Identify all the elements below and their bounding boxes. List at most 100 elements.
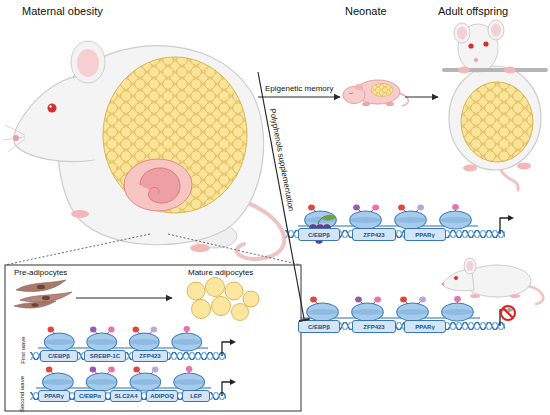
pre-adipocyte-cells xyxy=(14,301,56,308)
adult-mouse xyxy=(461,82,533,162)
adult-mouse xyxy=(488,20,504,40)
cell-stage: Mature adipocytes xyxy=(172,268,267,323)
gene-box: SREBP-1C xyxy=(84,350,126,362)
adult-mouse xyxy=(442,68,548,72)
gene-box: ADIPOQ xyxy=(146,390,178,402)
gene-name: C/EBPα xyxy=(79,393,101,399)
neonate-mouse xyxy=(386,102,394,106)
neonate-mouse xyxy=(371,84,393,97)
adult-mouse xyxy=(491,24,501,37)
stage-panel: Neonate xyxy=(340,2,405,120)
lean-mouse xyxy=(470,294,480,298)
mature-adipocyte-cells xyxy=(187,282,205,300)
pre-adipocyte-cells xyxy=(37,285,45,289)
cell-label: Mature adipocytes xyxy=(188,269,267,278)
neonate-mouse xyxy=(355,84,363,90)
lean-mouse xyxy=(454,276,458,280)
gene-name: C/EBPβ xyxy=(308,232,330,238)
gene-name: C/EBPβ xyxy=(308,324,330,330)
adult-mouse xyxy=(449,66,541,170)
mother-mouse xyxy=(48,104,57,113)
gene-box: PPARγ xyxy=(404,320,446,333)
adult-mouse xyxy=(483,41,488,46)
adult-mouse xyxy=(468,43,473,48)
zoom-line xyxy=(5,234,301,265)
adult-mouse xyxy=(463,165,477,172)
chromatin-first-wave xyxy=(38,326,208,351)
chromatin-active xyxy=(500,218,509,234)
gene-box: C/EBPβ xyxy=(298,228,340,241)
mother-mouse xyxy=(49,105,51,107)
gene-name: ZFP423 xyxy=(363,324,384,330)
chromatin-second-wave xyxy=(36,366,211,391)
edge-label: Polyphenols supplementation xyxy=(268,108,295,212)
gene-box: C/EBPβ xyxy=(40,350,78,362)
adult-mouse xyxy=(442,20,548,190)
mother-mouse xyxy=(77,49,99,77)
pre-adipocyte-cells xyxy=(42,296,50,300)
stage-heading: Neonate xyxy=(345,5,405,17)
gene-name: ZFP423 xyxy=(363,232,384,238)
gene-box: SLC2A4 xyxy=(110,390,142,402)
neonate-mouse xyxy=(349,93,353,95)
gene-name: ADIPOQ xyxy=(150,393,174,399)
chromatin-active xyxy=(285,204,514,238)
gene-box: C/EBPβ xyxy=(298,320,340,333)
mother-mouse xyxy=(140,168,180,203)
chromatin-first-wave xyxy=(30,352,226,360)
gene-name: ZFP423 xyxy=(139,353,160,359)
mature-adipocyte-cells xyxy=(187,278,259,321)
chromatin-second-wave xyxy=(230,379,236,385)
mature-adipocyte-cells xyxy=(192,300,211,319)
chromatin-second-wave xyxy=(30,392,226,400)
adult-mouse xyxy=(500,168,518,190)
chromatin-first-wave xyxy=(222,342,231,356)
adult-mouse xyxy=(458,67,470,74)
adult-mouse xyxy=(457,27,467,40)
gene-name: PPARγ xyxy=(415,232,435,238)
mature-adipocyte-cells xyxy=(212,297,231,316)
gene-box: ZFP423 xyxy=(352,320,396,333)
stage-panel: Maternal obesity xyxy=(8,2,258,262)
chromatin-first-wave xyxy=(230,339,236,345)
mother-mouse xyxy=(190,244,210,252)
lean-mouse xyxy=(442,283,445,286)
mother-mouse xyxy=(103,57,247,213)
stage-heading: Adult offspring xyxy=(438,5,548,17)
gene-box: ZFP423 xyxy=(132,350,168,362)
lean-mouse xyxy=(510,294,520,298)
mother-mouse xyxy=(3,125,25,152)
mother-mouse xyxy=(124,159,192,211)
mother-mouse xyxy=(14,76,95,161)
chromatin-repressed xyxy=(285,296,515,330)
gene-name: PPARγ xyxy=(415,324,435,330)
arrow xyxy=(405,96,438,97)
stage-heading: Maternal obesity xyxy=(22,5,258,17)
chromatin-repressed xyxy=(503,308,513,318)
lean-mouse xyxy=(464,258,476,274)
pre-adipocyte-cells xyxy=(16,280,66,292)
gene-name: LEP xyxy=(190,393,202,399)
pre-adipocyte-cells xyxy=(14,280,72,308)
lean-mouse xyxy=(467,261,474,271)
inhibition-arrow xyxy=(258,72,304,320)
adult-mouse xyxy=(504,67,516,74)
mother-mouse xyxy=(71,210,89,218)
chromatin-second-wave xyxy=(222,382,231,396)
inset-frame xyxy=(5,265,301,411)
gene-name: C/EBPβ xyxy=(48,353,70,359)
mature-adipocyte-cells xyxy=(206,278,225,297)
gene-name: SREBP-1C xyxy=(90,353,120,359)
pre-adipocyte-cells xyxy=(32,303,39,307)
stage-panel: Adult offspring xyxy=(438,2,548,180)
gene-name: SLC2A4 xyxy=(114,393,137,399)
gene-name: PPARγ xyxy=(44,393,64,399)
cell-label: Pre-adipocytes xyxy=(14,269,76,278)
pre-adipocyte-cells xyxy=(20,292,72,302)
edge-label: Epigenetic memory xyxy=(265,85,333,93)
neonate-mouse xyxy=(343,80,408,106)
